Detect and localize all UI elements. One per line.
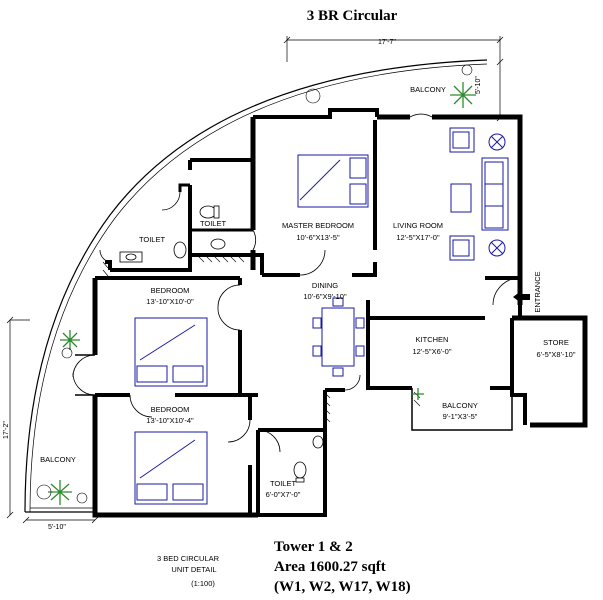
top-right-dimension xyxy=(496,58,504,122)
label-toilet-1: TOILET xyxy=(200,219,227,228)
label-bedroom-2: BEDROOM xyxy=(151,405,190,414)
top-right-dimension-label: 5'-10" xyxy=(475,76,482,94)
caption-line-2: UNIT DETAIL xyxy=(171,565,216,574)
label-master-bedroom-dim: 10'-6"X13'-5" xyxy=(296,233,340,242)
planter-circles xyxy=(36,64,473,504)
label-balcony-kitchen: BALCONY xyxy=(442,401,478,410)
label-kitchen: KITCHEN xyxy=(416,335,449,344)
entrance-arrow xyxy=(513,291,530,303)
bottom-left-dimension-label: 5'-10" xyxy=(48,524,66,531)
label-bedroom-1-dim: 13'-10"X10'-0" xyxy=(146,297,194,306)
label-living-room: LIVING ROOM xyxy=(393,221,443,230)
label-toilet-3-dim: 6'-0"X7'-0" xyxy=(266,490,301,499)
left-dimension xyxy=(6,316,30,519)
label-master-bedroom: MASTER BEDROOM xyxy=(282,221,354,230)
label-toilet-2: TOILET xyxy=(139,235,166,244)
label-balcony-top: BALCONY xyxy=(410,85,446,94)
info-area: Area 1600.27 sqft xyxy=(274,559,386,575)
shaft-hatch xyxy=(102,255,421,423)
outer-curve xyxy=(24,59,488,513)
label-bedroom-2-dim: 13'-10"X10'-4" xyxy=(146,416,194,425)
info-windows: (W1, W2, W17, W18) xyxy=(274,579,411,595)
label-dining: DINING xyxy=(312,281,338,290)
top-dimension-label: 17'-7" xyxy=(378,39,396,46)
label-toilet-3: TOILET xyxy=(270,479,297,488)
door-swings xyxy=(72,113,521,453)
sanitary-fixtures xyxy=(119,205,324,483)
label-balcony-kitchen-dim: 9'-1"X3'-5" xyxy=(443,412,478,421)
bedroom-1-bed xyxy=(134,317,208,387)
caption-line-1: 3 BED CIRCULAR xyxy=(157,554,220,563)
living-furniture xyxy=(449,127,509,261)
master-bed xyxy=(297,154,369,208)
bedroom-2-bed xyxy=(134,431,208,505)
top-dimension xyxy=(283,36,504,62)
label-kitchen-dim: 12'-5"X6'-0" xyxy=(412,347,451,356)
bottom-left-dimension xyxy=(22,516,99,524)
label-dining-dim: 10'-6"X9'-10" xyxy=(303,292,347,301)
label-store-dim: 6'-5"X8'-10" xyxy=(536,350,575,359)
label-balcony-left: BALCONY xyxy=(40,455,76,464)
left-dimension-label: 17'-2" xyxy=(3,421,10,439)
dining-table xyxy=(312,297,365,377)
plants xyxy=(48,82,476,505)
label-entrance: ENTRANCE xyxy=(533,271,542,312)
caption-scale: (1:100) xyxy=(191,579,215,588)
label-bedroom-1: BEDROOM xyxy=(151,286,190,295)
info-tower: Tower 1 & 2 xyxy=(274,539,353,555)
walls xyxy=(75,108,588,518)
plan-title: 3 BR Circular xyxy=(307,8,398,24)
label-living-room-dim: 12'-5"X17'-0" xyxy=(396,233,440,242)
label-store: STORE xyxy=(543,338,569,347)
